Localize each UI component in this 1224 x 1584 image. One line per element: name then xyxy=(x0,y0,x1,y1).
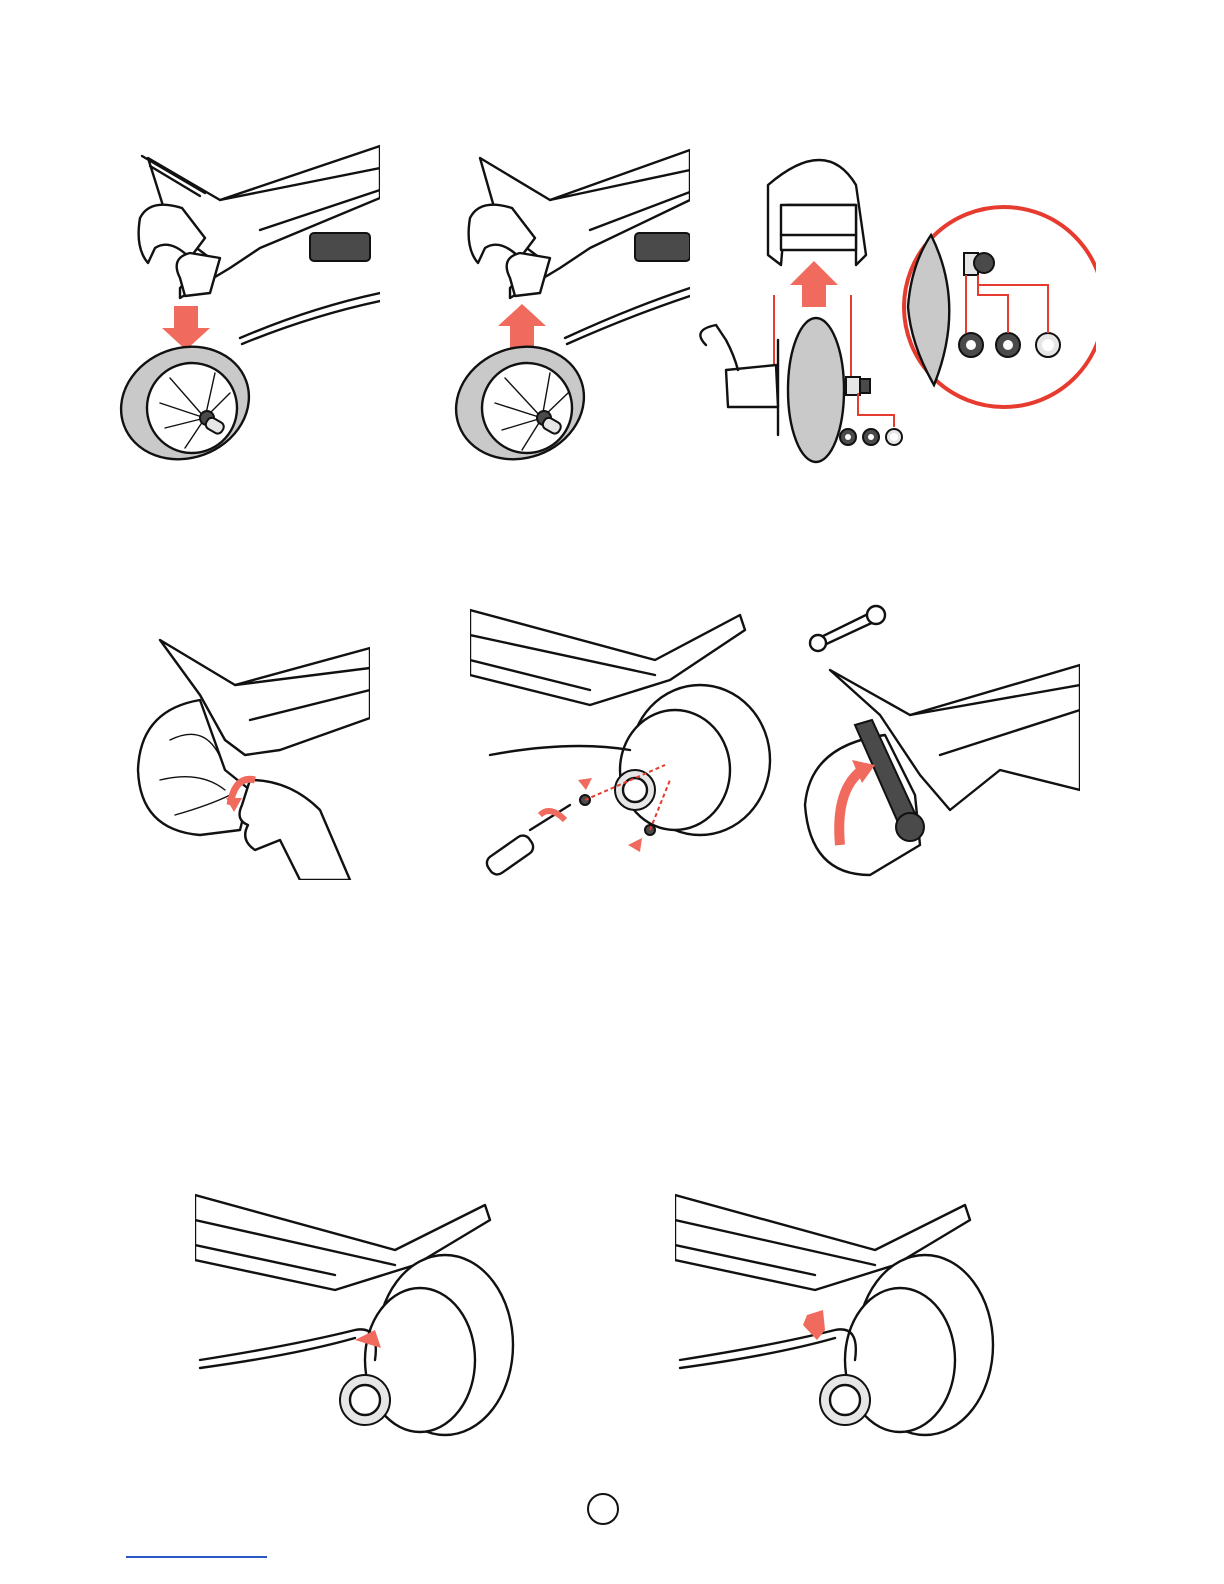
figure-step-6 xyxy=(800,595,1080,880)
figure-step-2 xyxy=(450,138,690,463)
figure-step-3 xyxy=(686,145,1096,470)
detail-magnifier xyxy=(904,207,1096,407)
figure-step-8 xyxy=(675,1190,995,1440)
down-arrow-icon xyxy=(803,1310,825,1340)
motor-wheel xyxy=(615,685,770,835)
up-arrow-icon xyxy=(498,304,546,348)
down-arrow-icon xyxy=(162,306,210,350)
figure-step-5 xyxy=(470,600,780,895)
footer-link-underline[interactable] xyxy=(126,1556,267,1558)
up-arrow-icon xyxy=(790,261,838,307)
washer-icons xyxy=(840,393,902,445)
wheel xyxy=(110,329,265,463)
scooter-frame xyxy=(469,150,690,344)
motor-wheel xyxy=(820,1255,993,1435)
wheel xyxy=(450,329,600,463)
figure-step-7 xyxy=(195,1190,515,1440)
wrench-icon xyxy=(810,606,885,651)
hand xyxy=(240,780,350,880)
page-number xyxy=(587,1493,619,1525)
figure-step-1 xyxy=(110,138,380,463)
motor-wheel xyxy=(340,1255,513,1435)
frame-front-view xyxy=(768,160,866,265)
figure-step-4 xyxy=(130,630,370,880)
